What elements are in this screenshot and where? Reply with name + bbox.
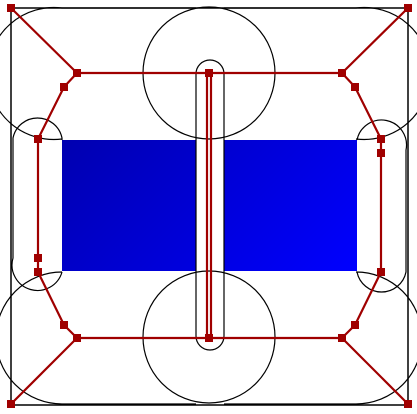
vertex-right-upper-b: [377, 149, 385, 157]
vertex-bottom-middle: [205, 334, 213, 342]
vertex-top-right: [338, 69, 346, 77]
spoke-bottom-right: [341, 337, 409, 405]
vertex-frame-top-left: [7, 4, 15, 12]
outer-frame: [10, 7, 409, 406]
vertex-bottom-left: [73, 334, 81, 342]
vertex-frame-top-right: [404, 4, 412, 12]
blue-region-right: [224, 140, 357, 271]
outline-arc-bottom-right: [355, 271, 417, 405]
vertex-frame-bottom-left: [7, 400, 15, 408]
vertex-right-lower: [377, 268, 385, 276]
vertex-left-upper: [34, 135, 42, 143]
vertex-left-lower-b: [34, 268, 42, 276]
vertex-bottom-right-bevel: [351, 321, 359, 329]
spoke-top-left: [10, 7, 78, 74]
vertex-frame-bottom-right: [404, 400, 412, 408]
vertex-left-lower-a: [34, 254, 42, 262]
spoke-bottom-left: [10, 337, 78, 405]
outline-center-slot: [195, 59, 225, 351]
outline-arc-bottom-left: [0, 271, 63, 405]
vertex-right-upper-a: [377, 135, 385, 143]
blue-region-left: [62, 140, 196, 271]
vertex-bottom-left-bevel: [60, 321, 68, 329]
vertex-top-left-bevel: [60, 83, 68, 91]
outline-arc-top-left: [0, 6, 63, 141]
vertex-top-middle: [205, 69, 213, 77]
spoke-top-right: [341, 7, 409, 74]
vertex-top-right-bevel: [351, 83, 359, 91]
vertex-top-left: [73, 69, 81, 77]
path-vertices: [7, 4, 412, 408]
outline-arc-top-right: [355, 6, 417, 141]
vertex-bottom-right: [338, 334, 346, 342]
